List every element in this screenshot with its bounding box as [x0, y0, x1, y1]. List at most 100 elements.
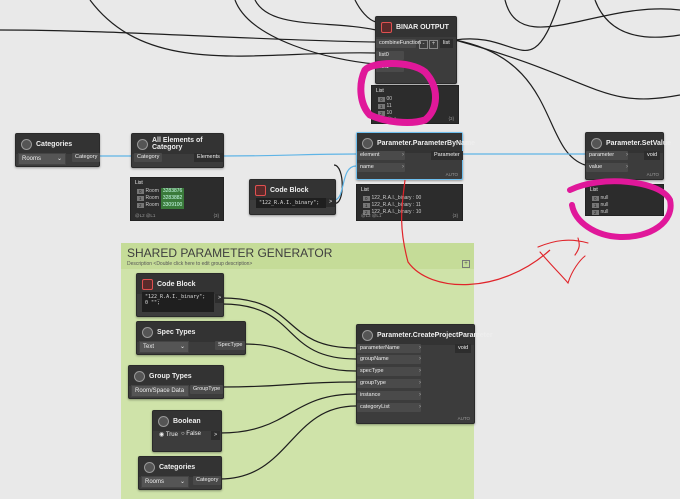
node-code-block-top[interactable]: Code Block "122_R.A.I._binary"; >	[249, 179, 336, 215]
node-title: Boolean	[173, 417, 201, 425]
port-spectype[interactable]: specType	[357, 367, 421, 376]
node-title: Code Block	[157, 280, 196, 288]
wire	[89, 0, 376, 57]
list-count: {3}	[213, 213, 219, 218]
port-parameter[interactable]: parameter	[586, 151, 628, 160]
output-elements[interactable]: Elements	[194, 153, 223, 162]
chevron-right-icon: ›	[419, 392, 421, 398]
spec-type-dropdown[interactable]: Text ⌄	[139, 341, 189, 353]
port-list1[interactable]: list1	[376, 63, 404, 72]
element-id[interactable]: 3309100	[160, 202, 185, 209]
radio-selected-icon: ◉	[159, 432, 165, 438]
code-editor[interactable]: "122_R.A.I._binary"; 0 "";	[142, 292, 214, 312]
chevron-down-icon: ⌄	[179, 344, 185, 350]
element-id[interactable]: 3283876	[160, 188, 185, 195]
category-dropdown[interactable]: Rooms⌄	[18, 153, 66, 165]
false-label: False	[186, 431, 201, 437]
node-categories-top[interactable]: Categories Rooms⌄ Category	[15, 133, 101, 167]
group-expand-button[interactable]: +	[462, 260, 470, 268]
preview-title: List	[590, 187, 598, 193]
wire	[354, 0, 377, 23]
output-category[interactable]: Category	[193, 476, 222, 485]
output-spectype[interactable]: SpecType	[215, 341, 246, 350]
code-editor[interactable]: "122_R.A.I._binary";	[256, 198, 326, 208]
lacing-auto[interactable]: AUTO	[457, 416, 470, 421]
wire	[0, 29, 376, 43]
output-port[interactable]: >	[215, 294, 225, 303]
lacing-auto[interactable]: AUTO	[445, 172, 458, 177]
dropdown-value: Text	[143, 344, 155, 350]
port-grouptype[interactable]: groupType	[357, 379, 421, 388]
node-all-elements-of-category[interactable]: All Elements of Category Category Elemen…	[131, 133, 224, 168]
port-list0[interactable]: list0	[376, 51, 404, 60]
output-void[interactable]: void	[455, 344, 472, 353]
lacing-auto[interactable]: AUTO	[646, 172, 659, 177]
category-dropdown[interactable]: Rooms⌄	[141, 476, 189, 488]
output-port[interactable]: >	[326, 198, 336, 207]
chevron-right-icon: ›	[419, 345, 421, 351]
node-title: Parameter.SetValue	[606, 139, 671, 147]
node-icon	[142, 326, 153, 338]
node-categories-group[interactable]: Categories Rooms⌄ Category	[138, 456, 222, 490]
node-title: Parameter.CreateProjectParameter	[377, 331, 493, 339]
boolean-false-option[interactable]: ○ False	[181, 431, 201, 437]
node-create-project-parameter[interactable]: Parameter.CreateProjectParameter paramet…	[356, 324, 493, 424]
node-icon	[362, 137, 373, 149]
port-combinefunction[interactable]: combineFunction	[376, 39, 421, 48]
port-element[interactable]: element	[357, 151, 405, 160]
node-title: Categories	[36, 140, 73, 148]
boolean-true-option[interactable]: ◉ True	[159, 431, 178, 438]
port-parametername[interactable]: parameterName	[357, 344, 421, 353]
list-item: 122_R.A.I._binary : 10	[371, 209, 422, 215]
node-binar-output[interactable]: BINAR OUTPUT - + combineFunction list0 l…	[375, 16, 457, 84]
output-parameter[interactable]: Parameter	[431, 151, 463, 160]
radio-empty-icon: ○	[181, 431, 185, 437]
list-levels: @L2 @L1	[376, 116, 397, 121]
output-void[interactable]: void	[644, 151, 661, 160]
node-parameter-by-name[interactable]: Parameter.ParameterByName element name ›…	[356, 132, 475, 180]
chevron-right-icon: ›	[402, 164, 404, 170]
chevron-right-icon: ›	[419, 368, 421, 374]
node-parameter-setvalue[interactable]: Parameter.SetValue parameter value › › v…	[585, 132, 671, 180]
chevron-down-icon: ⌄	[179, 479, 185, 485]
output-category[interactable]: Category	[72, 153, 101, 162]
port-name[interactable]: name	[357, 163, 405, 172]
node-title: Parameter.ParameterByName	[377, 139, 476, 147]
node-boolean[interactable]: Boolean ◉ True ○ False >	[152, 410, 222, 452]
node-icon	[591, 137, 602, 149]
port-groupname[interactable]: groupName	[357, 355, 421, 364]
node-group-types[interactable]: Group Types Room/Space Data GroupType	[128, 365, 224, 399]
node-icon	[21, 138, 32, 150]
list-index: 2	[363, 210, 370, 215]
group-description[interactable]: Description <Double click here to edit g…	[127, 261, 253, 267]
list-index: 1	[378, 104, 385, 109]
output-port[interactable]: >	[211, 431, 221, 440]
remove-port-button[interactable]: -	[419, 40, 428, 49]
node-code-block-group[interactable]: Code Block "122_R.A.I._binary"; 0 ""; >	[136, 273, 225, 317]
group-title: SHARED PARAMETER GENERATOR	[127, 246, 333, 260]
wire	[234, 0, 376, 65]
list-levels: @L2 @L1	[361, 213, 382, 218]
group-type-dropdown[interactable]: Room/Space Data	[131, 385, 189, 397]
add-port-button[interactable]: +	[429, 40, 438, 49]
custom-node-icon	[381, 21, 392, 33]
list-count: {3}	[448, 116, 454, 121]
node-title: Spec Types	[157, 328, 196, 336]
element-id[interactable]: 3283882	[160, 195, 185, 202]
node-icon	[158, 415, 169, 427]
list-item: 122_R.A.I._binary : 00	[371, 195, 422, 201]
list-item: 11	[386, 103, 392, 109]
node-spec-types[interactable]: Spec Types Text ⌄ SpecType	[136, 321, 246, 355]
port-value[interactable]: value	[586, 163, 628, 172]
port-instance[interactable]: instance	[357, 391, 421, 400]
port-categorylist[interactable]: categoryList	[357, 403, 421, 412]
dropdown-value: Room/Space Data	[135, 388, 185, 394]
true-label: True	[165, 432, 178, 438]
list-index: 1	[592, 203, 599, 208]
port-category[interactable]: Category	[134, 153, 163, 162]
output-grouptype[interactable]: GroupType	[190, 385, 224, 394]
output-list[interactable]: list	[440, 39, 453, 48]
wire	[454, 39, 680, 100]
